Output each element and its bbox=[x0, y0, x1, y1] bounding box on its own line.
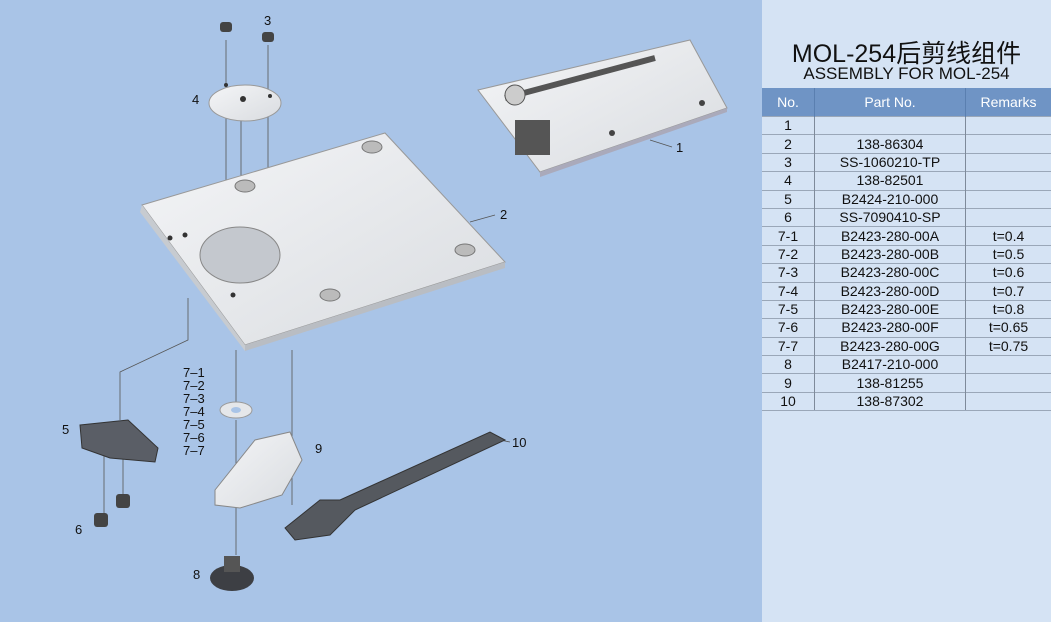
cell-part-no: B2424-210-000 bbox=[814, 189, 966, 209]
cell-remarks bbox=[965, 355, 1051, 374]
cell-no: 6 bbox=[762, 207, 815, 227]
callout-7-1: 7–1 bbox=[183, 365, 205, 380]
cell-part-no: SS-1060210-TP bbox=[814, 152, 966, 172]
title-en: ASSEMBLY FOR MOL-254 bbox=[803, 64, 1010, 83]
cell-remarks: t=0.8 bbox=[965, 299, 1051, 319]
cell-part-no: B2423-280-00B bbox=[814, 244, 966, 264]
cell-part-no: 138-82501 bbox=[814, 171, 966, 191]
table-row: 1 bbox=[762, 115, 1051, 135]
cell-part-no: 138-81255 bbox=[814, 373, 966, 393]
cell-remarks: t=0.5 bbox=[965, 244, 1051, 264]
cell-remarks bbox=[965, 391, 1051, 412]
header-no: No. bbox=[762, 88, 815, 117]
cell-no: 7-5 bbox=[762, 299, 815, 319]
cell-part-no: B2423-280-00E bbox=[814, 299, 966, 319]
callout-7-5: 7–5 bbox=[183, 417, 205, 432]
callout-7-4: 7–4 bbox=[183, 404, 205, 419]
cell-part-no: B2423-280-00G bbox=[814, 336, 966, 356]
cell-remarks bbox=[965, 189, 1051, 209]
cell-no: 7-7 bbox=[762, 336, 815, 356]
cell-no: 7-1 bbox=[762, 226, 815, 246]
cell-no: 7-3 bbox=[762, 263, 815, 283]
callout-7-3: 7–3 bbox=[183, 391, 205, 406]
cell-remarks bbox=[965, 171, 1051, 191]
callout-7-6: 7–6 bbox=[183, 430, 205, 445]
cell-remarks bbox=[965, 115, 1051, 135]
cell-remarks: t=0.65 bbox=[965, 318, 1051, 338]
part-4-disc bbox=[208, 83, 282, 122]
cell-remarks bbox=[965, 152, 1051, 172]
cell-part-no: B2423-280-00D bbox=[814, 281, 966, 301]
part-3-screws bbox=[220, 22, 274, 42]
callout-7-2: 7–2 bbox=[183, 378, 205, 393]
part-10-lever bbox=[284, 431, 507, 541]
part-8-roller bbox=[210, 556, 254, 591]
callout-3: 3 bbox=[264, 13, 271, 28]
cell-remarks: t=0.4 bbox=[965, 226, 1051, 246]
cell-part-no: B2423-280-00C bbox=[814, 263, 966, 283]
cell-no: 10 bbox=[762, 391, 815, 412]
part-5-knife bbox=[79, 419, 159, 463]
part-9-hook bbox=[214, 431, 303, 509]
cell-no: 5 bbox=[762, 189, 815, 209]
part-6-screws bbox=[94, 494, 130, 527]
parts-list-panel: MOL-254后剪线组件 ASSEMBLY FOR MOL-254 No. Pa… bbox=[762, 0, 1051, 622]
cell-no: 3 bbox=[762, 152, 815, 172]
cell-no: 7-4 bbox=[762, 281, 815, 301]
title-cn: MOL-254后剪线组件 bbox=[791, 40, 1022, 68]
cell-part-no bbox=[814, 115, 966, 135]
cell-no: 8 bbox=[762, 355, 815, 374]
exploded-parts-diagram: 1 2 3 4 5 6 7–1 7–2 7–3 7–4 7–5 7–6 7–7 … bbox=[62, 13, 728, 591]
cell-remarks bbox=[965, 207, 1051, 227]
cell-no: 4 bbox=[762, 171, 815, 191]
cell-no: 9 bbox=[762, 373, 815, 393]
callout-10: 10 bbox=[512, 435, 526, 450]
cell-no: 7-6 bbox=[762, 318, 815, 338]
cell-part-no: 138-86304 bbox=[814, 134, 966, 154]
cell-remarks bbox=[965, 134, 1051, 154]
cell-part-no: B2423-280-00F bbox=[814, 318, 966, 338]
callout-4: 4 bbox=[192, 92, 199, 107]
cell-part-no: 138-87302 bbox=[814, 391, 966, 412]
callout-5: 5 bbox=[62, 422, 69, 437]
cell-no: 7-2 bbox=[762, 244, 815, 264]
part-7-washer bbox=[219, 401, 253, 419]
header-remarks: Remarks bbox=[965, 88, 1051, 117]
cell-remarks: t=0.6 bbox=[965, 263, 1051, 283]
part-2-plate bbox=[140, 132, 506, 351]
cell-no: 2 bbox=[762, 134, 815, 154]
part-1-assembly bbox=[477, 39, 728, 177]
callout-8: 8 bbox=[193, 567, 200, 582]
cell-part-no: B2417-210-000 bbox=[814, 355, 966, 374]
header-part-no: Part No. bbox=[814, 88, 966, 117]
callout-1: 1 bbox=[676, 140, 683, 155]
callout-6: 6 bbox=[75, 522, 82, 537]
cell-remarks: t=0.7 bbox=[965, 281, 1051, 301]
cell-remarks: t=0.75 bbox=[965, 336, 1051, 356]
cell-part-no: B2423-280-00A bbox=[814, 226, 966, 246]
cell-remarks bbox=[965, 373, 1051, 393]
callout-7-group: 7–1 7–2 7–3 7–4 7–5 7–6 7–7 bbox=[183, 365, 205, 458]
callout-2: 2 bbox=[500, 207, 507, 222]
cell-part-no: SS-7090410-SP bbox=[814, 207, 966, 227]
cell-no: 1 bbox=[762, 115, 815, 135]
callout-7-7: 7–7 bbox=[183, 443, 205, 458]
callout-9: 9 bbox=[315, 441, 322, 456]
